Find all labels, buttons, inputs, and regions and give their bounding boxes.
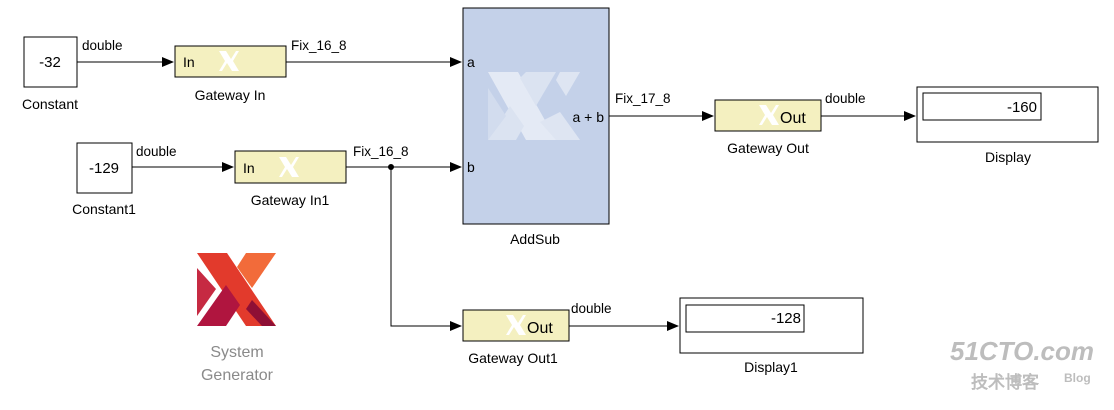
watermark-blog: Blog [1064,371,1091,385]
xilinx-icon [219,51,239,71]
xilinx-logo-icon [488,72,580,140]
constant1-block[interactable]: -129 [76,142,133,194]
gateway-in-block[interactable]: In [174,45,287,78]
display1-value: -128 [771,310,801,327]
xilinx-icon [506,315,526,335]
gateway-out1-block[interactable]: Out [462,309,570,342]
gateway-in1-label: Gateway In1 [251,192,330,208]
gateway-out-block[interactable]: Out [714,99,822,132]
system-generator-line2: Generator [201,367,274,384]
line-branch-to-gateway-out1[interactable] [390,167,462,331]
branch-point [388,164,394,170]
signal-label-gateway-out1: double [571,301,612,316]
addsub-label: AddSub [510,231,560,247]
watermark-sub: 技术博客 [971,372,1040,392]
display-label: Display [985,149,1031,165]
signal-label-constant1: double [136,144,177,159]
addsub-port-b: b [467,159,475,175]
gateway-in1-port-text: In [243,160,255,176]
gateway-out1-port-text: Out [527,320,553,337]
display-block[interactable]: -160 [916,86,1099,143]
signal-label-constant: double [82,38,123,53]
gateway-in-label: Gateway In [195,87,266,103]
watermark-site: 51CTO.com [950,336,1094,366]
system-generator-line1: System [210,344,263,361]
xilinx-icon [759,105,779,125]
constant-label: Constant [22,96,78,112]
signal-label-gateway-out: double [825,91,866,106]
gateway-in1-block[interactable]: In [234,150,347,184]
gateway-in-port-text: In [183,54,195,70]
signal-label-gateway-in1: Fix_16_8 [353,144,409,159]
addsub-port-a: a [467,54,475,70]
display-value: -160 [1007,99,1037,116]
gateway-out1-label: Gateway Out1 [468,350,558,366]
signal-label-addsub: Fix_17_8 [615,91,671,106]
constant-block[interactable]: -32 [23,36,78,88]
constant1-value: -129 [89,160,119,177]
addsub-block[interactable]: a b a + b [462,7,610,225]
constant1-label: Constant1 [72,201,136,217]
system-generator-logo [197,253,276,326]
gateway-out-port-text: Out [780,110,806,127]
gateway-out-label: Gateway Out [727,140,809,156]
signal-label-gateway-in: Fix_16_8 [291,38,347,53]
display1-block[interactable]: -128 [679,297,864,354]
xilinx-icon [279,157,299,177]
constant-value: -32 [39,54,61,71]
signal-lines [77,57,916,331]
addsub-output-expr: a + b [572,109,604,125]
display1-label: Display1 [744,359,798,375]
